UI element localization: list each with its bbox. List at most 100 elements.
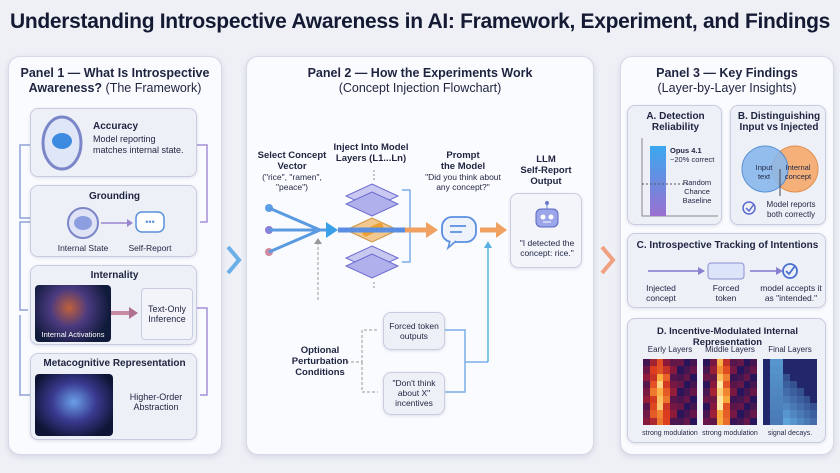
heatmap-cell	[796, 403, 804, 411]
heatmap-cell	[709, 359, 717, 367]
heatmap-cell	[796, 417, 804, 425]
heatmap-cell	[750, 381, 757, 389]
heatmap-cell	[769, 417, 777, 425]
heatmap-cell	[676, 366, 684, 374]
heatmap-cell	[663, 373, 670, 381]
heatmap-cell	[703, 359, 710, 367]
heatmap-cell	[670, 395, 677, 403]
heatmap-cell	[790, 373, 797, 381]
heatmap-cell	[796, 359, 804, 367]
panel1-heading: Panel 1 — What Is Introspective Awarenes…	[20, 66, 210, 95]
heatmap-cell	[796, 395, 804, 403]
heatmap-cell	[690, 373, 697, 381]
heatmap-cell	[763, 388, 770, 396]
heatmap-cell	[649, 410, 657, 418]
heatmap-cell	[783, 381, 790, 389]
heatmap-cell	[683, 373, 691, 381]
heatmap-cell	[670, 366, 677, 374]
heatmap-cell	[776, 417, 784, 425]
heatmap-cell	[643, 381, 650, 389]
heatmap-cell	[723, 366, 730, 374]
heatmap-cell	[783, 410, 790, 418]
heatmap-cell	[803, 395, 811, 403]
heatmap-cell	[663, 381, 670, 389]
speech-bubble-icon	[441, 216, 477, 251]
heatmap-cell	[750, 417, 757, 425]
heatmap-cell	[643, 373, 650, 381]
grounding-title: Grounding	[88, 191, 141, 202]
heatmap-cell	[716, 381, 724, 389]
brain-to-speech-icon: •••	[67, 207, 165, 239]
heatmap-cell	[663, 359, 670, 367]
heatmap-cell	[656, 403, 664, 411]
heatmap-cell	[663, 366, 670, 374]
heatmap-cell	[723, 395, 730, 403]
heatmap-cell	[783, 417, 790, 425]
venn-diagram	[741, 145, 819, 215]
heatmap-cell	[790, 410, 797, 418]
heatmap-cell	[810, 373, 817, 381]
heatmap-cell	[743, 359, 751, 367]
svg-text:•••: •••	[145, 217, 154, 227]
heatmap-cell	[716, 373, 724, 381]
heatmap-cell	[750, 388, 757, 396]
heatmap-cell	[683, 366, 691, 374]
heatmap-cell	[769, 388, 777, 396]
heatmap-cell	[663, 410, 670, 418]
heatmap-cell	[790, 381, 797, 389]
internal-activations-label: Internal Activations	[41, 330, 105, 339]
heatmap-cell	[763, 381, 770, 389]
heatmap-cell	[670, 359, 677, 367]
heatmap-cell	[810, 359, 817, 367]
heatmap-cell	[703, 410, 710, 418]
heatmap-cell	[736, 417, 744, 425]
heatmap-cell	[763, 395, 770, 403]
heatmap-cell	[663, 388, 670, 396]
chevron-right-icon	[226, 245, 242, 275]
heatmap-cell	[723, 381, 730, 389]
heatmap-cell	[810, 381, 817, 389]
heatmap-cell	[709, 395, 717, 403]
heatmap	[763, 359, 817, 425]
grounding-card: Grounding ••• Internal State Self-Report	[30, 185, 197, 257]
heatmap-cell	[736, 359, 744, 367]
heatmap-cell	[790, 403, 797, 411]
heatmap-cell	[803, 366, 811, 374]
internal-activations-image: Internal Activations	[35, 285, 111, 342]
metacognitive-title: Metacognitive Representation	[43, 358, 186, 369]
heatmap-cell	[796, 388, 804, 396]
heatmap-cell	[730, 388, 737, 396]
heatmap-cell	[670, 417, 677, 425]
heatmap-cell	[763, 410, 770, 418]
heatmap-cell	[743, 410, 751, 418]
heatmap-cell	[676, 410, 684, 418]
heatmap-cell	[676, 373, 684, 381]
heatmap-cell	[643, 359, 650, 367]
heatmap-cell	[683, 381, 691, 389]
arrow-right-icon	[111, 307, 138, 319]
heatmap-cell	[743, 403, 751, 411]
heatmap-caption: strong modulation	[702, 430, 758, 437]
tracking-intentions-card: C. Introspective Tracking of Intentions …	[627, 233, 826, 308]
heatmap-cell	[656, 395, 664, 403]
heatmap-cell	[723, 410, 730, 418]
heatmap-cell	[776, 366, 784, 374]
heatmap-cell	[723, 388, 730, 396]
accuracy-title: Accuracy	[93, 121, 139, 132]
heatmap-cell	[656, 381, 664, 389]
heatmap-cell	[810, 395, 817, 403]
heatmap-cell	[796, 381, 804, 389]
heatmap-cell	[683, 403, 691, 411]
heatmap-cell	[723, 373, 730, 381]
heatmap-cell	[690, 388, 697, 396]
heatmap-cell	[769, 403, 777, 411]
heatmap-cell	[750, 359, 757, 367]
heatmap-cell	[776, 381, 784, 389]
